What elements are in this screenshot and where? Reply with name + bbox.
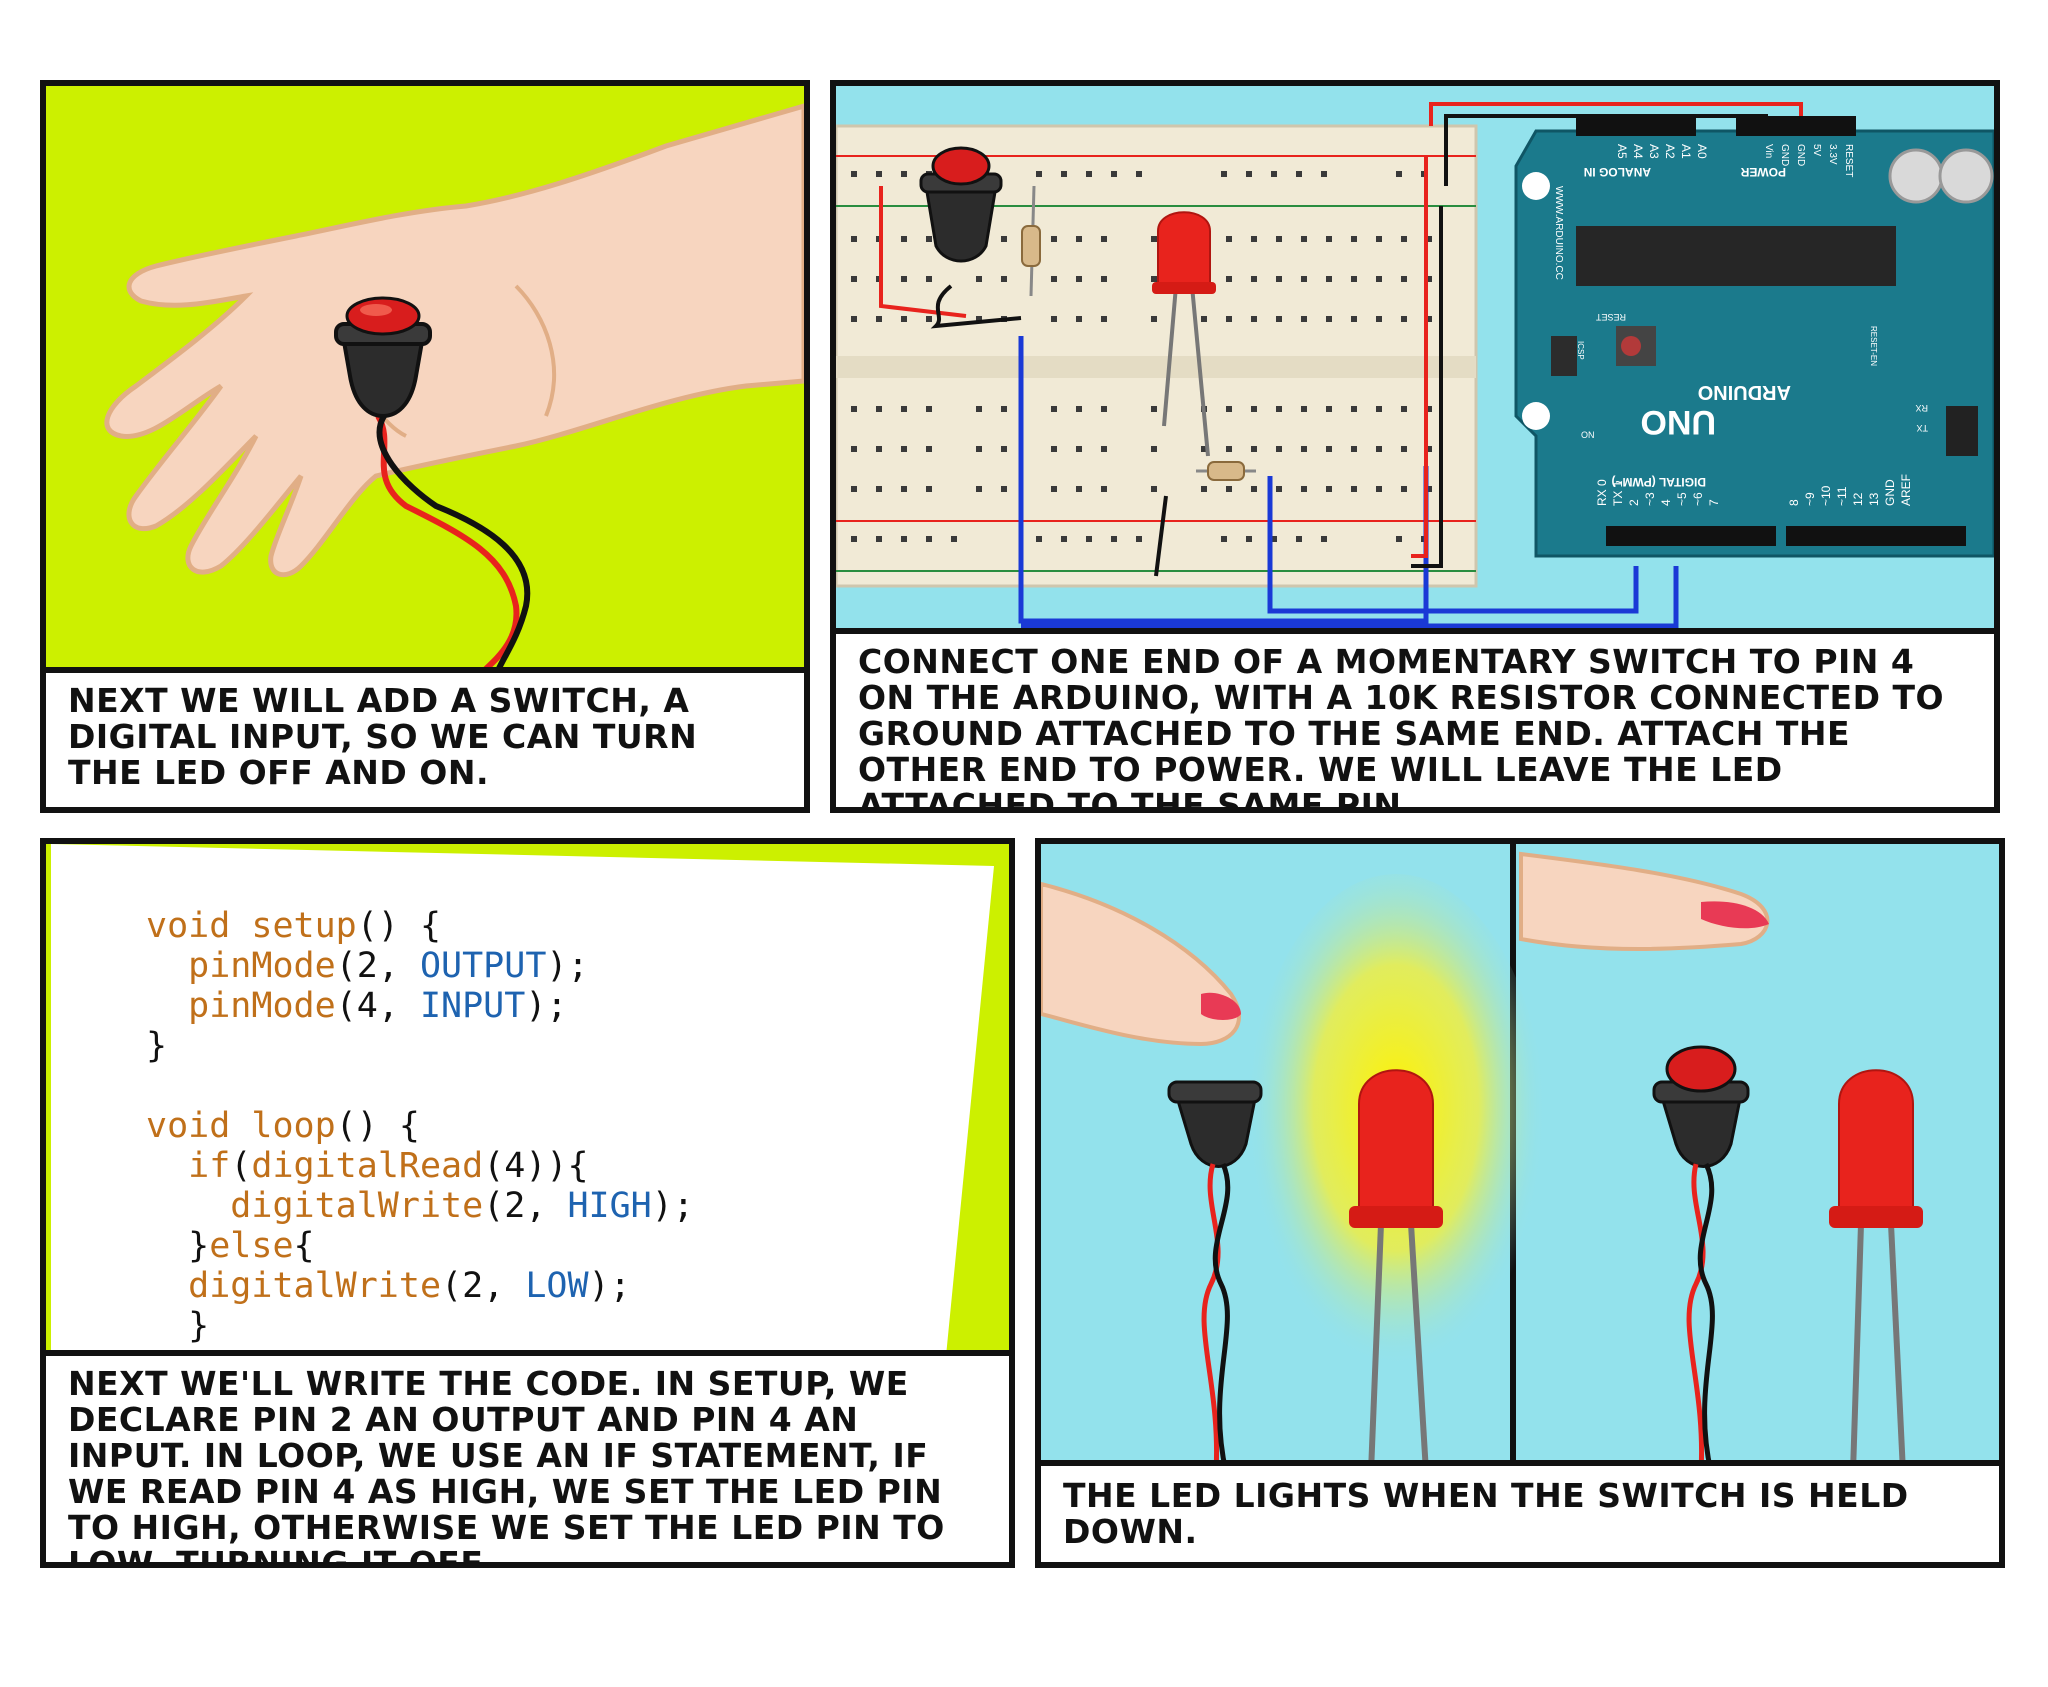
- reset-label: RESET: [1595, 312, 1626, 322]
- power-pin-label: 5V: [1811, 144, 1822, 157]
- led-off-icon: [1829, 1069, 1923, 1472]
- code-line: pinMode(2, OUTPUT);: [188, 946, 589, 986]
- on-label: ON: [1581, 430, 1595, 440]
- digital-pin-label: 2: [1627, 499, 1641, 506]
- digital-pin-label: TX 1: [1611, 480, 1625, 506]
- code-line: }else{: [188, 1226, 315, 1266]
- digital-pin-label: 7: [1707, 499, 1721, 506]
- analog-pin-label: A3: [1647, 144, 1661, 159]
- resistor-icon: [1196, 461, 1256, 481]
- led-result-illustration: [1041, 844, 1999, 1472]
- power-pin-label: GND: [1779, 144, 1790, 166]
- analog-pin-label: A5: [1615, 144, 1629, 159]
- panel-2-caption: Connect one end of a momentary switch to…: [836, 628, 1994, 807]
- tx-label: TX: [1916, 423, 1928, 433]
- breadboard-arduino-illustration: ARDUINO UNO WWW.ARDUINO.CC ANALOG IN POW…: [836, 86, 1994, 640]
- power-pin-label: GND: [1795, 144, 1806, 166]
- arduino-uno-board: [1514, 116, 1994, 558]
- arduino-code-block: void setup() { pinMode(2, OUTPUT); pinMo…: [146, 866, 694, 1466]
- board-website: WWW.ARDUINO.CC: [1553, 186, 1564, 280]
- code-line: [146, 1066, 694, 1106]
- digital-pin-label: 12: [1851, 492, 1865, 506]
- reset-en-label: RESET-EN: [1869, 326, 1878, 366]
- analog-pin-label: A1: [1679, 144, 1693, 159]
- panel-1-caption: Next we will add a switch, a digital inp…: [46, 667, 804, 807]
- code-line: pinMode(4, INPUT);: [188, 986, 568, 1026]
- power-pin-label: Vin: [1763, 144, 1774, 158]
- led-lit-icon: [1349, 1069, 1443, 1472]
- analog-header-label: ANALOG IN: [1584, 165, 1651, 179]
- code-line: }: [146, 1026, 168, 1066]
- icsp-label: ICSP: [1576, 341, 1585, 360]
- board-model: UNO: [1640, 403, 1716, 441]
- hand-holding-switch-illustration: [46, 86, 804, 679]
- digital-pin-label: ~5: [1675, 492, 1689, 506]
- digital-pin-label: GND: [1883, 479, 1897, 506]
- digital-header-label: DIGITAL (PWM~): [1611, 475, 1706, 489]
- code-line: digitalWrite(2, LOW);: [188, 1266, 631, 1306]
- power-pin-label: RESET: [1843, 144, 1854, 177]
- panel-4-caption: The LED lights when the switch is held d…: [1041, 1460, 1999, 1562]
- released-switch-icon: [1652, 1045, 1750, 1168]
- pressed-switch-icon: [1167, 1080, 1263, 1168]
- digital-pin-label: 13: [1867, 492, 1881, 506]
- board-brand: ARDUINO: [1698, 381, 1791, 403]
- rx-label: RX: [1915, 403, 1928, 413]
- analog-pin-label: A2: [1663, 144, 1677, 159]
- code-line: }: [188, 1306, 210, 1346]
- panel-led-result: The LED lights when the switch is held d…: [1035, 838, 2005, 1568]
- code-background: [46, 844, 1009, 1362]
- led-icon: [1152, 211, 1216, 457]
- digital-pin-label: AREF: [1899, 474, 1913, 506]
- digital-pin-label: RX 0: [1595, 479, 1609, 506]
- analog-pin-label: A4: [1631, 144, 1645, 159]
- analog-pin-label: A0: [1695, 144, 1709, 159]
- code-line: void setup() {: [146, 906, 442, 946]
- digital-pin-label: ~6: [1691, 492, 1705, 506]
- panel-3-caption: Next we'll write the code. In setup, we …: [46, 1350, 1009, 1562]
- digital-pin-label: 4: [1659, 499, 1673, 506]
- resistor-icon: [1021, 185, 1041, 297]
- code-line: digitalWrite(2, HIGH);: [230, 1186, 694, 1226]
- power-header-label: POWER: [1740, 165, 1786, 179]
- code-line: if(digitalRead(4)){: [188, 1146, 589, 1186]
- digital-pin-label: 8: [1787, 499, 1801, 506]
- push-switch-icon: [919, 146, 1003, 263]
- digital-pin-label: ~10: [1819, 485, 1833, 506]
- digital-pin-label: ~9: [1803, 492, 1817, 506]
- panel-code: void setup() { pinMode(2, OUTPUT); pinMo…: [40, 838, 1015, 1568]
- panel-hand-switch: Next we will add a switch, a digital inp…: [40, 80, 810, 813]
- digital-pin-label: ~11: [1835, 486, 1849, 506]
- panel-breadboard-wiring: ARDUINO UNO WWW.ARDUINO.CC ANALOG IN POW…: [830, 80, 2000, 813]
- digital-pin-label: ~3: [1643, 492, 1657, 506]
- power-pin-label: 3.3V: [1827, 144, 1838, 165]
- code-line: void loop() {: [146, 1106, 420, 1146]
